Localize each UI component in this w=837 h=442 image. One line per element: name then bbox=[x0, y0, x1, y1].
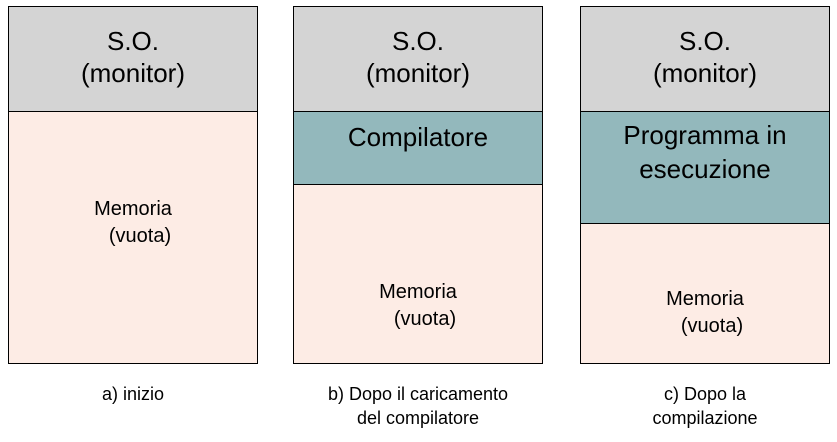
free-memory-block: Memoria (vuota) bbox=[294, 185, 542, 363]
os-monitor-block: S.O. (monitor) bbox=[581, 7, 829, 112]
caption-line-2: compilazione bbox=[652, 408, 758, 428]
free-memory-block: Memoria (vuota) bbox=[9, 112, 257, 363]
memory-stack: S.O. (monitor) Memoria (vuota) bbox=[8, 6, 258, 364]
caption-line-1: a) inizio bbox=[101, 384, 165, 404]
panel-a-start: S.O. (monitor) Memoria (vuota) bbox=[8, 6, 258, 364]
os-sublabel: (monitor) bbox=[80, 58, 185, 88]
program-label-line-2: esecuzione bbox=[639, 154, 771, 184]
memory-stack: S.O. (monitor) Compilatore Memoria (vuot… bbox=[293, 6, 543, 364]
caption-panel-b: b) Dopo il caricamento del compilatore bbox=[293, 382, 543, 430]
memory-sublabel: (vuota) bbox=[108, 225, 172, 247]
os-monitor-block: S.O. (monitor) bbox=[294, 7, 542, 112]
caption-line-2: del compilatore bbox=[356, 408, 480, 428]
panel-c-after-compilation: S.O. (monitor) Programma in esecuzione M… bbox=[580, 6, 830, 364]
os-monitor-block: S.O. (monitor) bbox=[9, 7, 257, 112]
os-label: S.O. bbox=[106, 26, 159, 56]
running-program-block: Programma in esecuzione bbox=[581, 112, 829, 224]
os-label: S.O. bbox=[678, 26, 731, 56]
memory-label: Memoria bbox=[666, 288, 744, 310]
memory-stack: S.O. (monitor) Programma in esecuzione M… bbox=[580, 6, 830, 364]
caption-line-1: c) Dopo la bbox=[663, 384, 747, 404]
memory-label: Memoria bbox=[94, 198, 172, 220]
compiler-block: Compilatore bbox=[294, 112, 542, 185]
memory-sublabel: (vuota) bbox=[393, 308, 457, 330]
caption-panel-c: c) Dopo la compilazione bbox=[580, 382, 830, 430]
memory-label: Memoria bbox=[379, 281, 457, 303]
program-label-line-1: Programma in bbox=[623, 120, 787, 150]
os-label: S.O. bbox=[391, 26, 444, 56]
caption-panel-a: a) inizio bbox=[8, 382, 258, 406]
os-sublabel: (monitor) bbox=[652, 58, 757, 88]
memory-sublabel: (vuota) bbox=[680, 315, 744, 337]
caption-line-1: b) Dopo il caricamento bbox=[327, 384, 509, 404]
os-sublabel: (monitor) bbox=[365, 58, 470, 88]
free-memory-block: Memoria (vuota) bbox=[581, 224, 829, 363]
compiler-label: Compilatore bbox=[347, 122, 489, 152]
panel-b-compiler-loaded: S.O. (monitor) Compilatore Memoria (vuot… bbox=[293, 6, 543, 364]
